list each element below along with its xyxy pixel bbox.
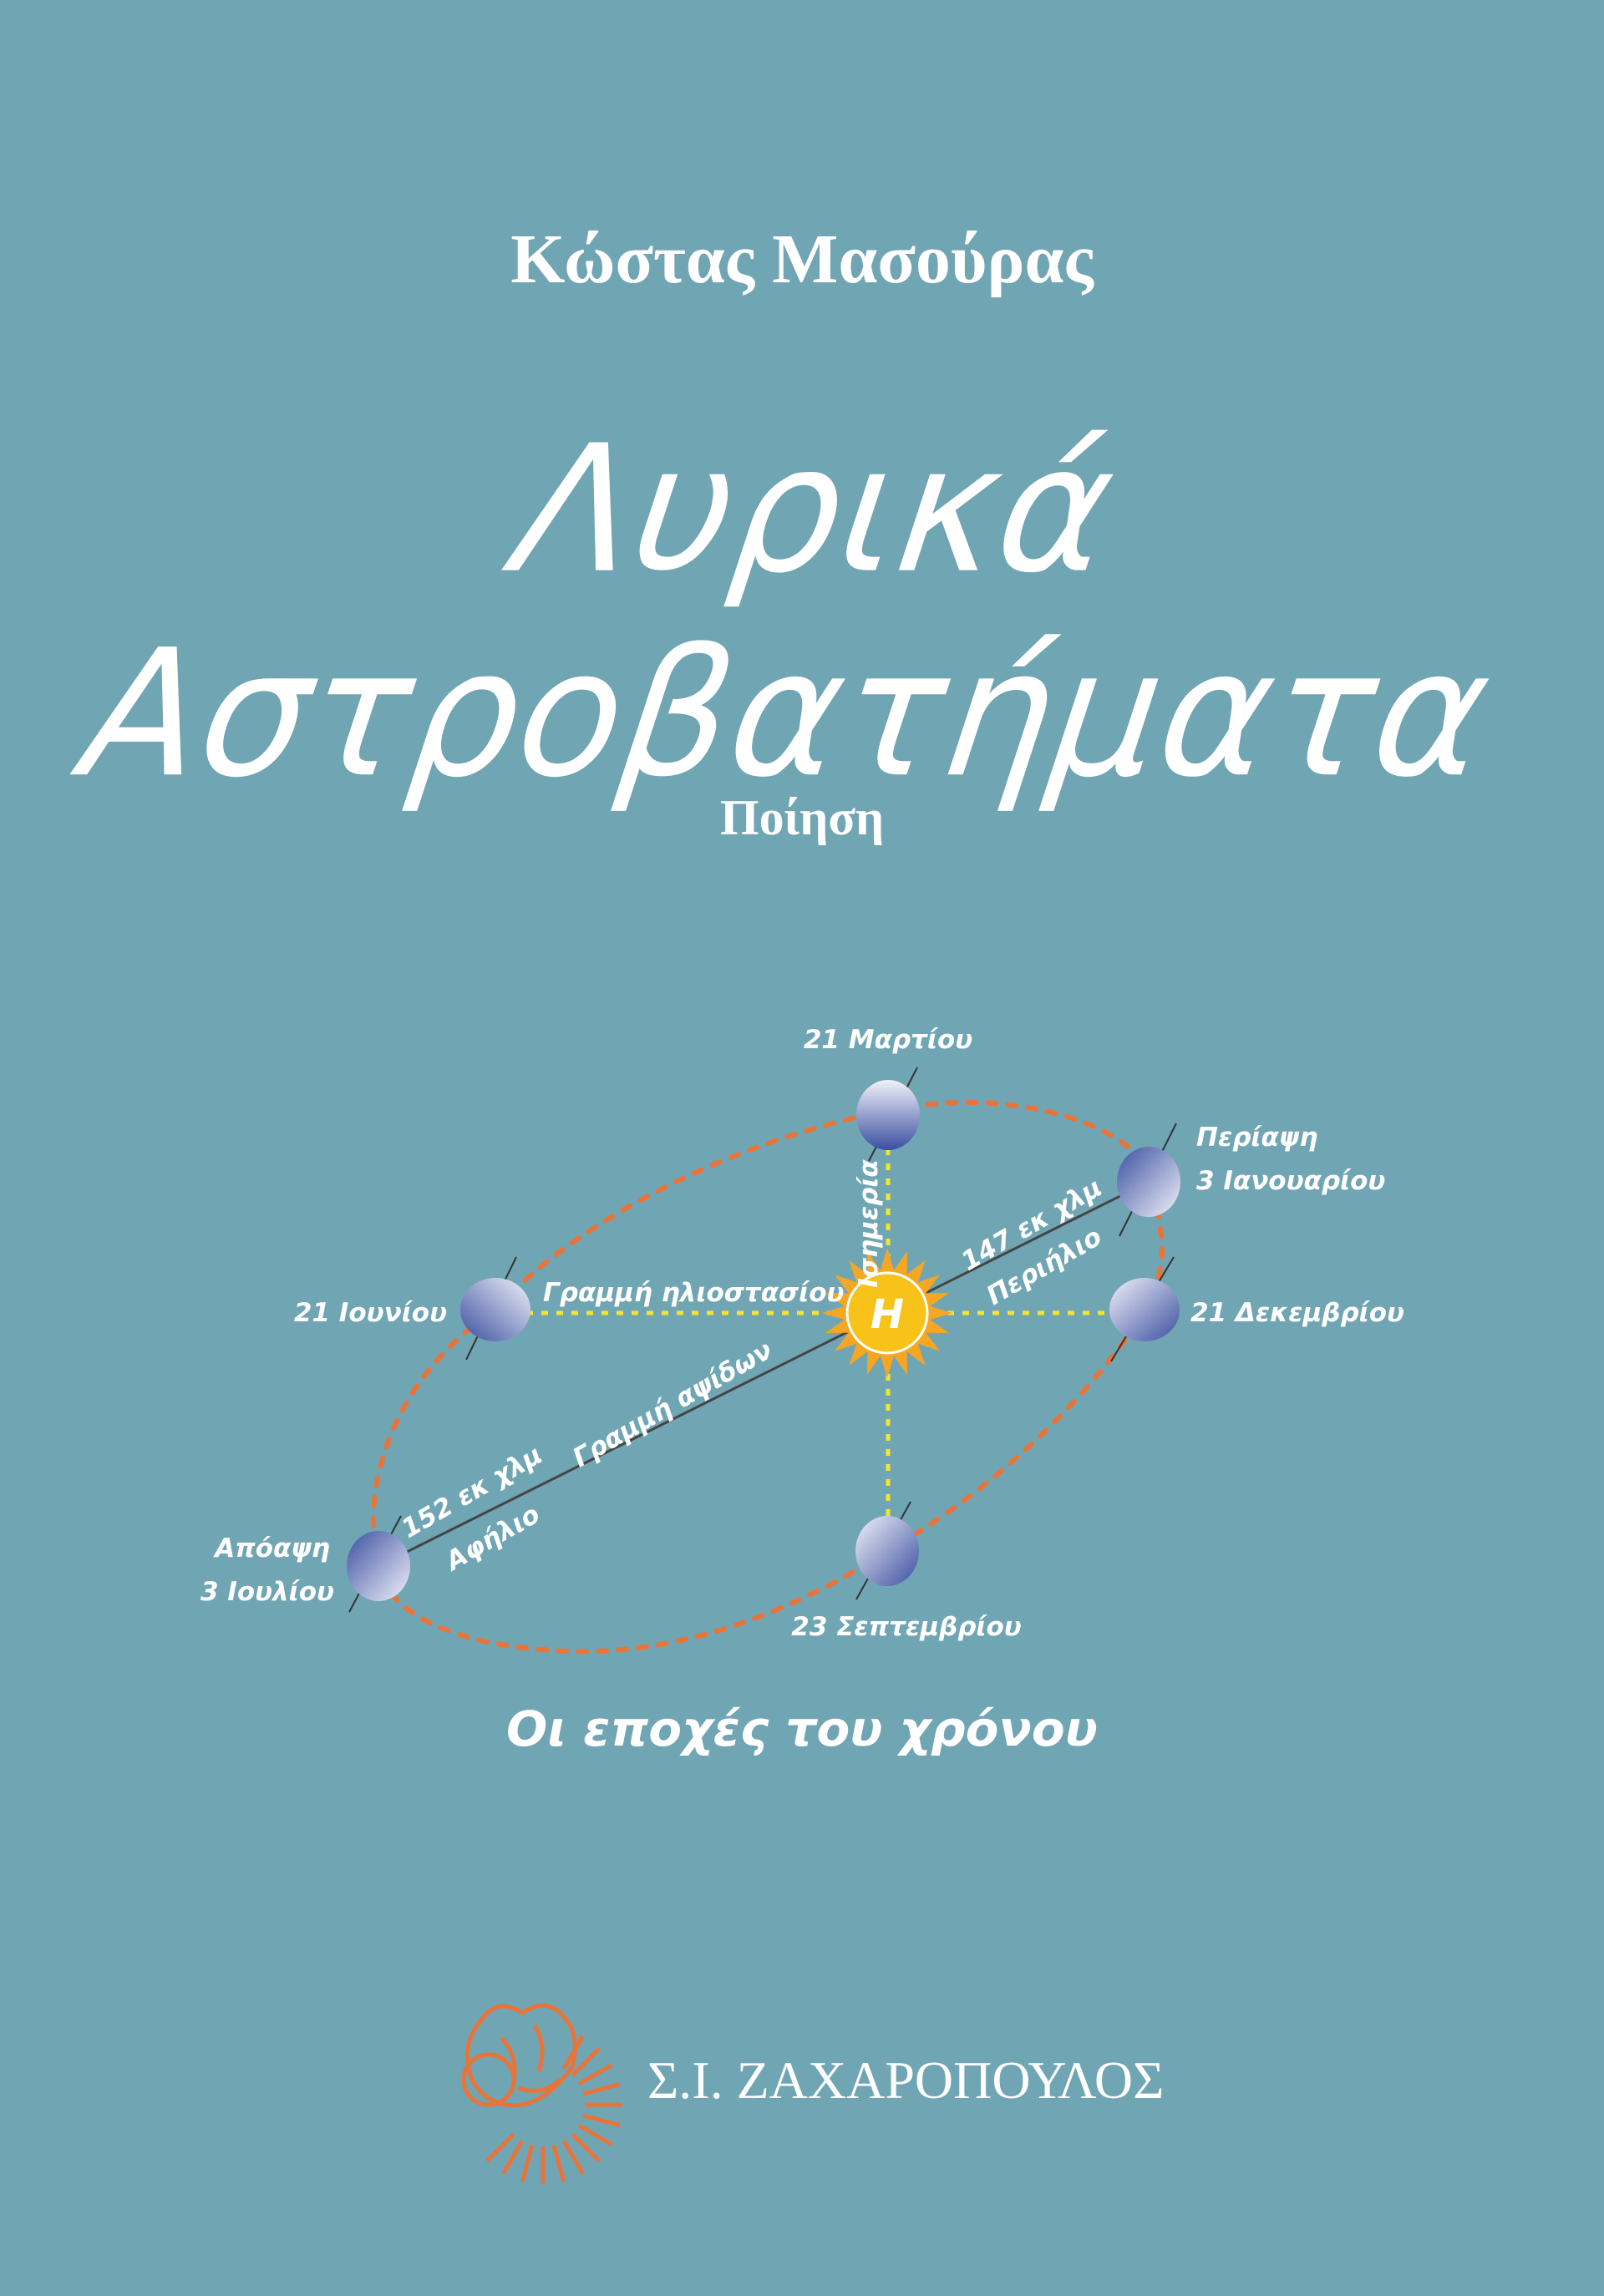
logo-ray — [501, 2140, 525, 2175]
logo-ray — [582, 2081, 621, 2096]
logo-ray — [578, 2123, 613, 2146]
logo-ray — [571, 2132, 601, 2162]
label-june: 21 Ιουνίου — [294, 1298, 447, 1328]
label-perigee: Περίαψη — [1196, 1123, 1317, 1153]
logo-ray — [520, 2144, 535, 2182]
planet-march — [856, 1067, 920, 1162]
apsides-line — [378, 1180, 1150, 1568]
publisher-logo-icon — [461, 2003, 622, 2184]
sun-letter: Η — [871, 1291, 904, 1338]
label-apsides-line: Γραμμή αψίδων — [567, 1335, 777, 1473]
sun-icon: Η — [822, 1248, 952, 1378]
genre-label: Ποίηση — [719, 790, 885, 845]
orbit-path — [370, 1100, 1165, 1655]
label-december: 21 Δεκεμβρίου — [1190, 1298, 1404, 1328]
planet-september — [855, 1501, 919, 1600]
publisher-name: Σ.Ι. ΖΑΧΑΡΟΠΟΥΛΟΣ — [647, 2050, 1164, 2110]
label-equinox: Ισημερία — [854, 1159, 884, 1288]
label-july: 3 Ιουλίου — [200, 1577, 334, 1607]
logo-ray — [582, 2113, 621, 2128]
label-apogee: Απόαψη — [212, 1533, 330, 1564]
logo-ray — [551, 2144, 566, 2182]
planet-apogee — [347, 1515, 410, 1613]
planet-december — [1109, 1256, 1180, 1362]
label-january: 3 Ιανουαρίου — [1196, 1166, 1385, 1196]
logo-ray — [571, 2047, 601, 2077]
logo-ray — [578, 2063, 613, 2086]
logo-ray — [561, 2140, 585, 2175]
label-september: 23 Σεπτεμβρίου — [791, 1612, 1021, 1642]
planet-perigee — [1117, 1123, 1180, 1237]
diagram-caption: Οι εποχές του χρόνου — [506, 1700, 1098, 1757]
label-march: 21 Μαρτίου — [804, 1025, 972, 1055]
author-name: Κώστας Μασούρας — [510, 220, 1094, 298]
planet-june — [460, 1256, 530, 1361]
label-solstice-line: Γραμμή ηλιοστασίου — [543, 1278, 844, 1308]
logo-ray — [485, 2132, 515, 2162]
